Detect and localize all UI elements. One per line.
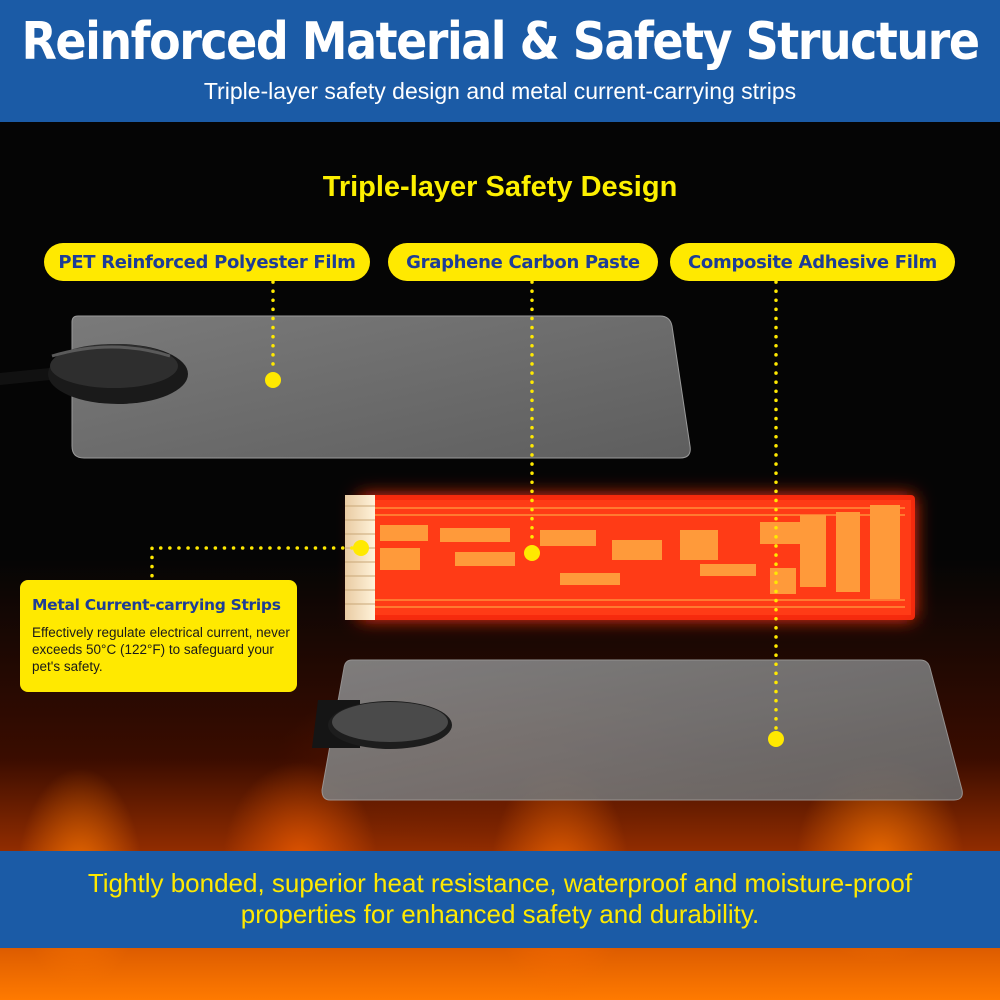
pet-film-layer (0, 315, 691, 459)
adhesive-film-marker-dot (768, 731, 784, 747)
adhesive-film-layer (312, 659, 963, 801)
leader-lines (150, 280, 778, 732)
header-banner: Reinforced Material & Safety Structure T… (0, 0, 1000, 122)
heater-pattern (345, 495, 905, 620)
callout-description: Effectively regulate electrical current,… (32, 625, 290, 674)
page-subtitle: Triple-layer safety design and metal cur… (203, 78, 797, 104)
label-graphene-paste: Graphene Carbon Paste (388, 243, 658, 281)
label-pet-film: PET Reinforced Polyester Film (44, 243, 370, 281)
metal-strip-marker-dot (353, 540, 369, 556)
metal-strips-callout: Metal Current-carrying Strips Effectivel… (20, 580, 297, 692)
footer-text: Tightly bonded, superior heat resistance… (87, 868, 913, 929)
page-title: Reinforced Material & Safety Structure (21, 10, 980, 72)
footer-banner: Tightly bonded, superior heat resistance… (0, 851, 1000, 948)
pet-film-marker-dot (265, 372, 281, 388)
section-title: Triple-layer Safety Design (322, 171, 678, 203)
graphene-marker-dot (524, 545, 540, 561)
callout-title: Metal Current-carrying Strips (32, 596, 281, 614)
label-adhesive-film: Composite Adhesive Film (670, 243, 955, 281)
